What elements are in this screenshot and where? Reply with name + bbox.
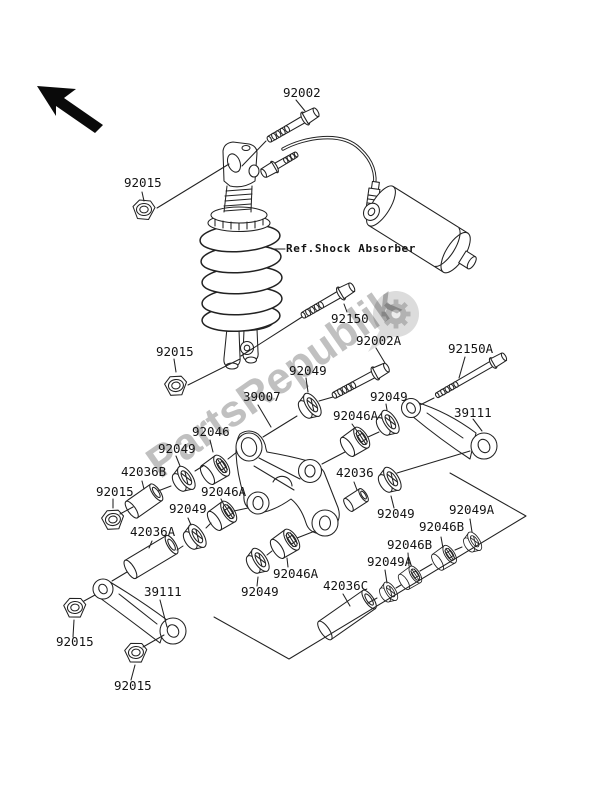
reservoir-body [362,185,477,274]
shock-upper-clevis [222,141,260,188]
seal-92049-drawing [373,463,406,498]
collar-42036-drawing [343,488,369,512]
banjo-bolt-drawing [260,151,299,178]
bolt-92002A-drawing [331,362,390,399]
bolt-92150-drawing [300,282,356,319]
reservoir-hose [281,136,377,191]
map-pin-gear-icon [368,291,419,352]
nut-92015-drawing [123,641,149,664]
rocker-arm-39007-drawing [235,430,340,537]
tie-rod-39111-right-drawing [400,397,498,460]
seal-92049A-drawing [375,579,401,607]
ref-shock-absorber-label: Ref.Shock Absorber [286,242,417,255]
remote-reservoir-drawing [281,136,477,274]
shock-coil-spring [199,223,283,333]
shock-threaded-body [223,185,253,213]
bearing-92046A-drawing [203,498,241,534]
collar-42036C-drawing [317,589,377,641]
bearing-92046A-drawing [266,526,304,562]
bolt-92150A-drawing [434,352,508,399]
shock-preload-adjuster [207,206,271,233]
nut-92015-drawing [132,199,156,221]
bearing-92046B-drawing [428,542,460,574]
seal-92049-drawing [178,520,211,555]
seal-92049-drawing [293,389,326,424]
shock-absorber-drawing [199,141,283,370]
collar-42036A-drawing [123,534,179,580]
shock-lower-clevis [223,327,259,370]
tie-rod-39111-left-drawing [92,578,187,645]
leader-lines [72,99,527,681]
seal-92049-drawing [241,544,274,579]
bearing-92046A-drawing [336,424,374,460]
bolt-92002-drawing [266,107,320,143]
nut-92015-drawing [163,374,189,398]
collar-42036B-drawing [124,483,164,519]
direction-arrow-icon [37,86,103,133]
bearing-92046B-drawing [395,563,425,593]
nut-92015-drawing [62,596,88,619]
nut-92015-drawing [100,508,126,532]
seal-92049-drawing [371,406,404,441]
